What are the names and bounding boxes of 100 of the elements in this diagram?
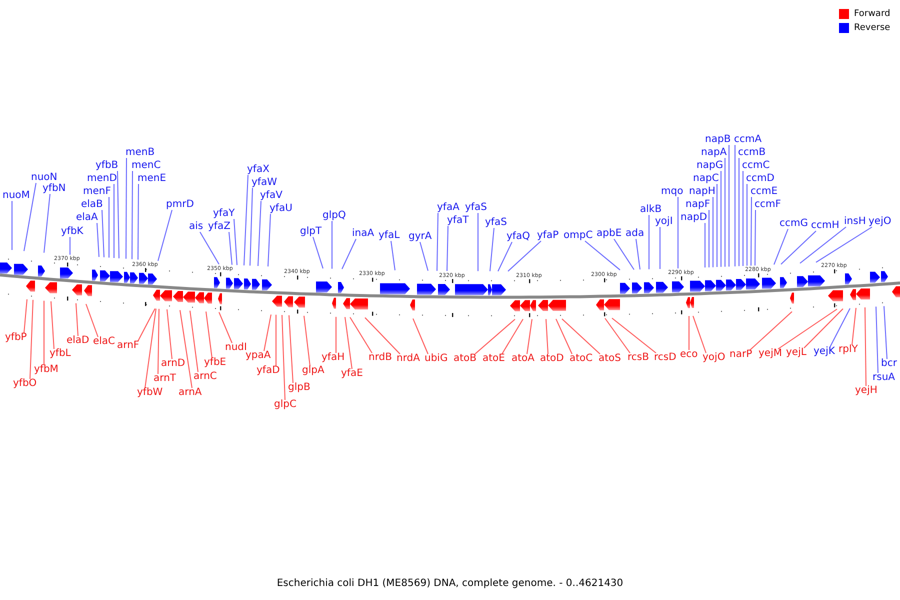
gene-label: napB xyxy=(705,134,731,146)
gene-label: napF xyxy=(686,199,710,211)
gene-label: glpC xyxy=(274,399,296,411)
gene-label: yfaP xyxy=(537,230,559,242)
leader-line xyxy=(258,200,262,267)
gene-label: ubiG xyxy=(424,353,448,365)
gene-label: ccmF xyxy=(754,199,781,211)
gene-label: arnA xyxy=(178,387,202,399)
gene-label: menD xyxy=(87,173,117,185)
gene-label: insH xyxy=(844,216,866,228)
gene-label: yfaY xyxy=(213,208,235,220)
leader-line xyxy=(44,194,50,254)
leader-line xyxy=(490,228,494,272)
leader-line xyxy=(412,318,428,354)
leader-line xyxy=(734,144,736,267)
gene-label: yfbL xyxy=(50,348,71,360)
gene-label: atoE xyxy=(482,353,505,365)
leader-line xyxy=(502,318,524,354)
leader-line xyxy=(24,182,36,252)
gene-label: glpT xyxy=(300,226,322,238)
gene-label: rplY xyxy=(838,344,858,356)
gene-label: nuoM xyxy=(2,190,30,202)
gene-label: yojI xyxy=(655,216,673,228)
gene-label: yejO xyxy=(868,216,892,228)
leader-line xyxy=(692,315,706,354)
gene-label: yfaH xyxy=(322,352,345,364)
leader-line xyxy=(864,306,866,386)
gene-label: ccmE xyxy=(750,186,778,198)
gene-label: ccmG xyxy=(780,218,808,230)
leader-line xyxy=(852,307,856,346)
gene-label: yejM xyxy=(758,348,782,360)
leader-line xyxy=(688,316,690,350)
leader-line xyxy=(446,226,448,272)
gene-label: menC xyxy=(132,160,161,172)
leader-line xyxy=(50,300,54,350)
gene-label: napG xyxy=(696,160,724,172)
leader-line xyxy=(304,315,310,366)
leader-line xyxy=(364,317,400,354)
gene-label: yfbW xyxy=(137,387,163,399)
leader-line xyxy=(30,299,34,380)
leader-line xyxy=(708,210,710,268)
gene-label: nrdA xyxy=(396,353,420,365)
leader-line xyxy=(584,240,620,270)
gene-label: yfaX xyxy=(247,164,270,176)
gene-label: atoC xyxy=(570,353,593,365)
leader-line xyxy=(876,306,878,374)
gene-label: yejL xyxy=(786,347,806,359)
gene-label: ada xyxy=(626,228,644,240)
leader-line xyxy=(420,242,428,272)
leader-line xyxy=(132,170,133,260)
leader-line xyxy=(804,308,844,348)
gene-label: arnT xyxy=(154,373,176,385)
leader-line xyxy=(754,210,756,266)
leader-line xyxy=(436,212,438,272)
leader-line xyxy=(746,184,748,266)
leader-line xyxy=(774,228,788,266)
leader-line xyxy=(312,236,324,269)
gene-label: rcsB xyxy=(628,352,649,364)
leader-line xyxy=(200,232,220,265)
gene-label: ompC xyxy=(564,230,593,242)
gene-label: nuoN xyxy=(31,172,58,184)
leader-line xyxy=(180,310,192,388)
leader-line xyxy=(526,318,532,354)
leader-line xyxy=(264,314,272,352)
leader-line xyxy=(716,184,718,268)
leader-line xyxy=(268,214,271,267)
leader-line xyxy=(166,308,172,360)
gene-label: yfaU xyxy=(270,203,292,215)
gene-label: ypaA xyxy=(246,350,271,362)
leader-line xyxy=(724,158,726,268)
leader-line xyxy=(474,318,516,354)
leader-line xyxy=(614,238,634,270)
gene-label: inaA xyxy=(352,228,374,240)
leader-line xyxy=(816,226,872,263)
gene-label: rsuA xyxy=(872,372,895,384)
leader-line xyxy=(206,311,212,358)
leader-line xyxy=(562,318,600,354)
gene-label: atoA xyxy=(512,353,535,365)
gene-label: yfbN xyxy=(42,183,66,195)
leader-line xyxy=(780,230,816,265)
gene-label: yfbM xyxy=(34,364,58,376)
gene-label: yfaQ xyxy=(506,231,530,243)
gene-label: pmrD xyxy=(166,199,194,211)
gene-label: ccmC xyxy=(742,160,770,172)
gene-label: menF xyxy=(83,186,111,198)
gene-label: yfaV xyxy=(260,190,282,202)
leader-line xyxy=(250,188,253,266)
gene-label: yojO xyxy=(702,352,726,364)
gene-label: arnC xyxy=(194,371,217,383)
gene-label: narP xyxy=(730,349,752,361)
gene-label: yfaA xyxy=(437,202,460,214)
gene-label: yfbK xyxy=(61,226,84,238)
leader-line xyxy=(86,304,98,338)
gene-label: arnD xyxy=(161,358,186,370)
leader-line xyxy=(244,174,248,266)
leader-line xyxy=(546,318,548,354)
gene-label: glpA xyxy=(302,365,324,377)
gene-label: yfaS xyxy=(465,202,487,214)
leader-line xyxy=(800,226,846,264)
gene-label: elaC xyxy=(93,336,116,348)
